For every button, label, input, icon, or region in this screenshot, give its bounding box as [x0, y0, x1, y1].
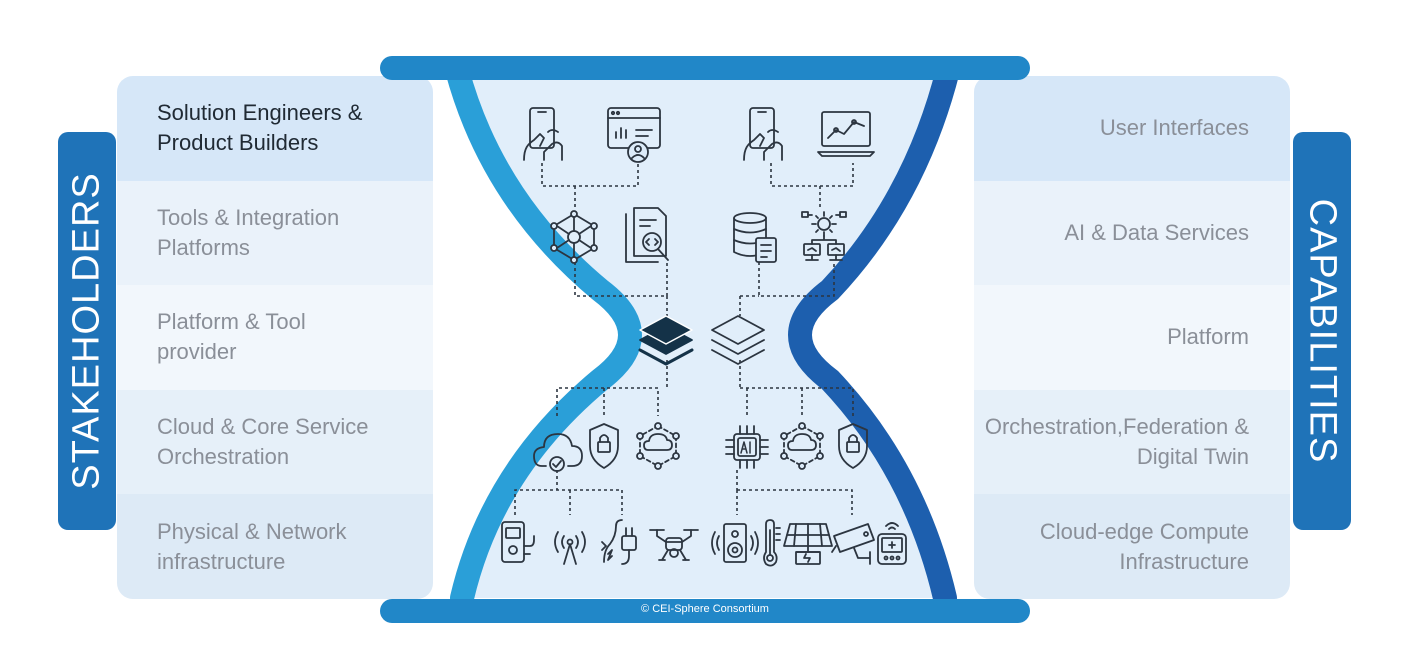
- stakeholder-row-physical: Physical & Network infrastructure: [117, 494, 433, 599]
- energy-meter-icon: [501, 521, 535, 563]
- wireless-antenna-icon: [554, 531, 586, 565]
- capability-label: Cloud-edge Compute Infrastructure: [1039, 518, 1249, 574]
- hourglass-glass: [457, 70, 948, 598]
- stakeholder-row-cloud-core: Cloud & Core Service Orchestration: [117, 389, 433, 495]
- connector-lines: [514, 163, 854, 515]
- stakeholder-label: Cloud & Core Service Orchestration: [157, 414, 369, 470]
- capability-label: User Interfaces: [1099, 115, 1249, 141]
- shield-lock-icon: [589, 423, 619, 469]
- stakeholders-tab: STAKEHOLDERS: [58, 132, 116, 530]
- stakeholder-label: Platform & Tool provider: [157, 309, 306, 365]
- stakeholders-panel: Solution Engineers & Product Builders To…: [117, 76, 433, 599]
- layers-outline-icon: [711, 315, 765, 365]
- speaker-icon: [711, 523, 759, 563]
- hourglass-bottom-cap: [380, 599, 1030, 623]
- power-plug-icon: [601, 519, 637, 565]
- solar-panel-icon: [783, 523, 833, 565]
- cloud-network-icon: [780, 422, 824, 470]
- capabilities-tab: CAPABILITIES: [1293, 132, 1351, 530]
- capability-row-orchestration: Orchestration,Federation & Digital Twin: [974, 389, 1290, 495]
- shield-lock-icon: [838, 423, 868, 469]
- cloud-network-icon: [636, 422, 680, 470]
- iot-device-icon: [877, 522, 907, 565]
- cloud-check-icon: [533, 433, 583, 472]
- security-camera-icon: [831, 523, 875, 565]
- capability-label: Platform: [1167, 324, 1249, 350]
- thermometer-icon: [763, 519, 781, 567]
- capability-label: Orchestration,Federation & Digital Twin: [984, 414, 1249, 470]
- dashboard-user-icon: [607, 107, 661, 163]
- capabilities-panel: User Interfaces AI & Data Services Platf…: [974, 76, 1290, 599]
- drone-icon: [649, 529, 699, 561]
- neural-network-icon: [550, 210, 598, 264]
- hourglass-left-wall: [445, 58, 642, 610]
- stakeholder-row-solution-engineers: Solution Engineers & Product Builders: [117, 76, 433, 181]
- database-document-icon: [733, 212, 777, 263]
- stakeholder-label: Physical & Network infrastructure: [157, 518, 347, 574]
- copyright-text: © CEI-Sphere Consortium: [641, 603, 769, 615]
- capability-row-infrastructure: Cloud-edge Compute Infrastructure: [974, 494, 1290, 599]
- layers-filled-icon: [638, 315, 694, 366]
- stakeholder-label: Tools & Integration Platforms: [157, 204, 340, 260]
- stakeholder-row-tools: Tools & Integration Platforms: [117, 180, 433, 286]
- capability-row-platform: Platform: [974, 285, 1290, 390]
- capability-label: AI & Data Services: [1064, 219, 1249, 245]
- touch-phone-icon: [743, 107, 783, 161]
- capability-row-ai-data: AI & Data Services: [974, 180, 1290, 286]
- hourglass-top-cap: [380, 56, 1030, 80]
- stakeholder-row-platform: Platform & Tool provider: [117, 285, 433, 390]
- code-document-search-icon: [625, 207, 669, 263]
- stakeholder-label: Solution Engineers & Product Builders: [157, 100, 363, 156]
- touch-phone-icon: [523, 107, 563, 161]
- laptop-chart-icon: [817, 111, 875, 157]
- ai-chip-icon: [725, 425, 769, 469]
- capability-row-user-interfaces: User Interfaces: [974, 76, 1290, 181]
- hourglass-right-wall: [788, 58, 960, 610]
- gear-network-icon: [801, 211, 847, 261]
